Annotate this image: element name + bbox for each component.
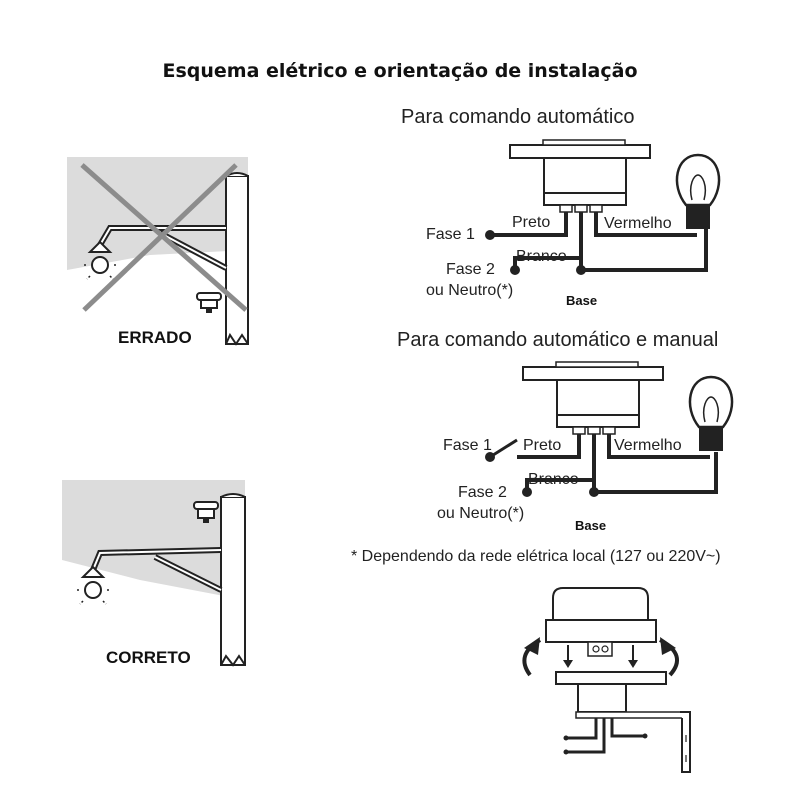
white-wire-label: Branco [528,471,579,488]
red-wire-label: Vermelho [614,437,682,454]
neutral-label: ou Neutro(*) [426,282,514,299]
white-wire-label: Branco [516,248,567,265]
footnote: * Dependendo da rede elétrica local (127… [351,548,721,565]
neutral-label: ou Neutro(*) [437,505,525,522]
red-wire-label: Vermelho [604,215,672,232]
section-title-automatic-manual: Para comando automático e manual [397,329,719,351]
schematic-automatic [485,139,721,275]
correct-label: CORRETO [106,648,191,667]
black-wire-label: Preto [523,437,562,454]
page-title: Esquema elétrico e orientação de instala… [162,60,638,82]
phase1-label: Fase 1 [443,437,492,454]
phase2-label: Fase 2 [458,484,507,501]
phase1-label: Fase 1 [426,226,475,243]
black-wire-label: Preto [512,214,551,231]
base-label: Base [566,293,598,308]
photocell-mounting-illustration [522,587,691,773]
wrong-installation-illustration [67,157,249,346]
wrong-label: ERRADO [118,328,192,347]
schematic-automatic-manual [485,361,734,497]
phase2-label: Fase 2 [446,261,495,278]
base-label: Base [575,518,607,533]
section-title-automatic: Para comando automático [401,106,635,128]
correct-installation-illustration [62,480,246,667]
